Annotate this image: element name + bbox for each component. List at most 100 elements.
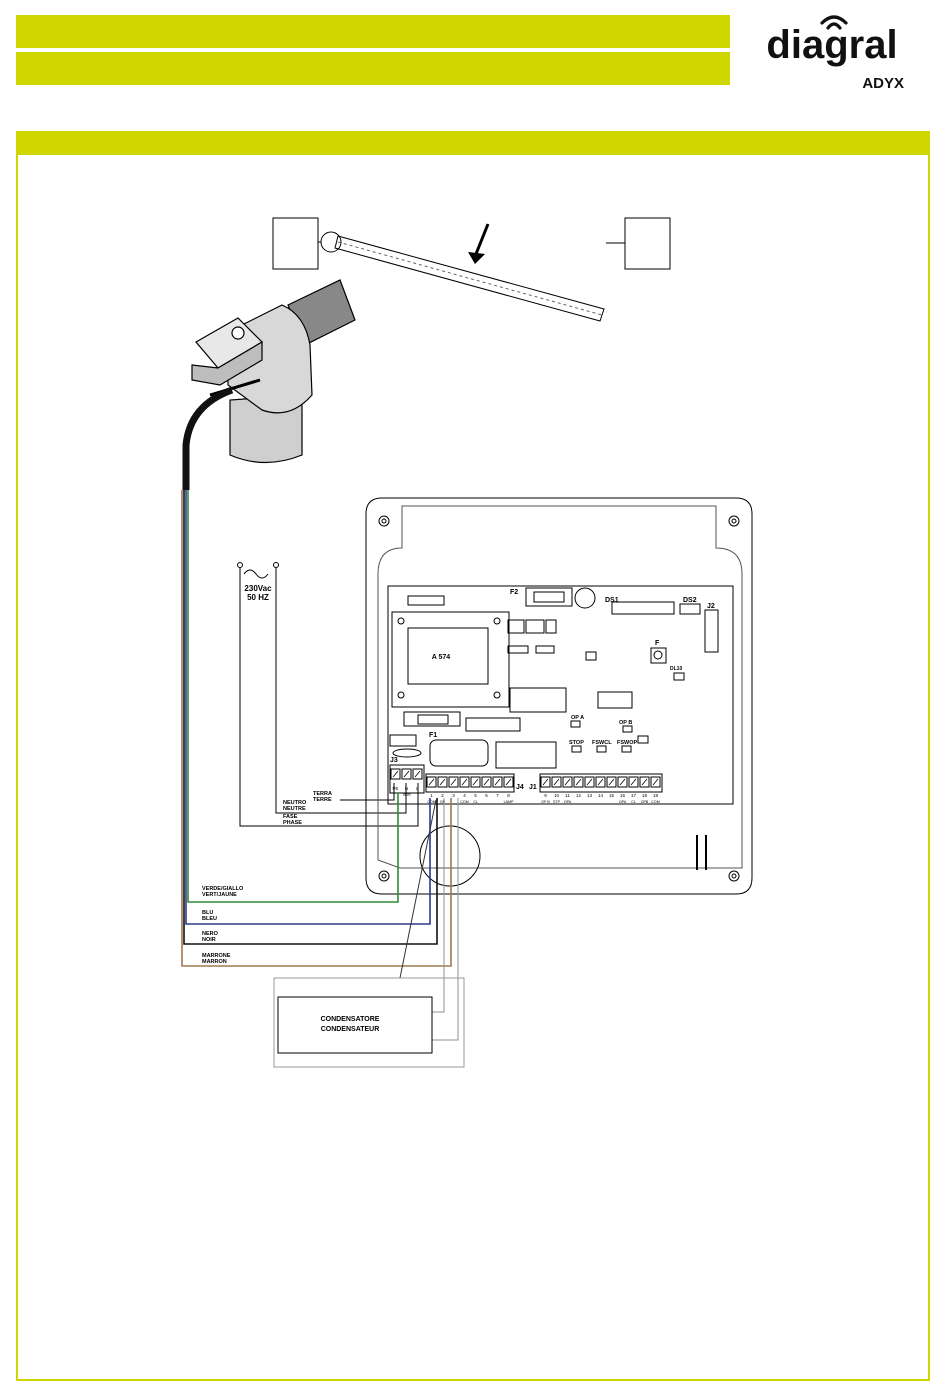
barrier-housing — [272, 217, 319, 270]
j4-screw-slot — [428, 778, 435, 786]
logo-wordmark: diagral — [766, 23, 897, 67]
capacitor-label-fr: CONDENSATEUR — [321, 1026, 380, 1033]
gy-fr-label: VERT/JAUNE — [202, 892, 237, 898]
j1-terminal-function: OPB — [641, 800, 649, 804]
fuse-f2-label: F2 — [510, 589, 518, 596]
connector-j2 — [704, 609, 719, 653]
j4-terminal-number: 5 — [474, 793, 477, 798]
neutro-it-label: NEUTRO — [283, 800, 307, 806]
terminal-j1 — [539, 773, 663, 793]
wires — [181, 490, 459, 1041]
gy-it-label: VERDE/GIALLO — [202, 886, 244, 892]
j1-terminal-function: CL — [631, 800, 636, 804]
j4-label: J4 — [516, 784, 524, 791]
capacitor-label-it: CONDENSATORE — [321, 1016, 380, 1023]
capacitor-lead — [399, 799, 437, 979]
fuse-f1 — [403, 711, 461, 727]
j1-terminal-function: OPA — [564, 800, 572, 804]
button-f — [650, 647, 667, 664]
wire-brown — [181, 490, 452, 967]
opa-label: OP A — [571, 715, 584, 721]
capacitor — [273, 977, 465, 1068]
ds2-label: DS2 — [683, 597, 697, 604]
nero-fr-label: NOIR — [202, 937, 216, 943]
barrier-arm — [334, 235, 605, 322]
j4-terminal-number: 7 — [496, 793, 499, 798]
terminal-j4 — [425, 773, 515, 793]
blu-it-label: BLU — [202, 910, 213, 916]
control-box — [365, 497, 753, 895]
fase-fr-label: PHASE — [283, 820, 302, 826]
j1-screw-slot — [597, 778, 604, 786]
wire-labels: TERRA TERRE NEUTRO NEUTRE FASE PHASE VER… — [202, 791, 332, 965]
transformer-label: A 574 — [432, 654, 451, 661]
j3-function-label: BSR — [403, 793, 411, 797]
arrow-icon — [468, 223, 490, 264]
motor-illustration — [191, 279, 356, 464]
j1-label: J1 — [529, 784, 537, 791]
terminal-j3 — [389, 764, 425, 794]
terra-it-label: TERRA — [313, 791, 332, 797]
j1-terminal-number: 18 — [642, 793, 648, 798]
j1-terminal-function: OPA — [619, 800, 627, 804]
j1-screw-slot — [652, 778, 659, 786]
j1-terminal-number: 10 — [554, 793, 560, 798]
transformer — [391, 611, 510, 708]
j1-screw-slot — [630, 778, 637, 786]
dl10-label: DL10 — [670, 666, 682, 672]
stop-label: STOP — [569, 740, 584, 746]
j4-terminal-number: 3 — [452, 793, 455, 798]
j1-screw-slot — [575, 778, 582, 786]
power-supply-symbol — [237, 562, 419, 827]
supply-voltage-label: 230Vac — [244, 584, 272, 593]
j1-screw-slot — [641, 778, 648, 786]
cable-gland — [419, 825, 481, 887]
j4-terminal-number: 2 — [441, 793, 444, 798]
logo-sub-mark: ADYX — [862, 75, 904, 92]
j1-terminal-number: 16 — [620, 793, 626, 798]
j1-terminal-number: 14 — [598, 793, 604, 798]
j4-screw-slot — [505, 778, 512, 786]
led-dl10 — [673, 672, 685, 681]
j4-screw-slot — [461, 778, 468, 786]
fuse-f1-label: F1 — [429, 732, 437, 739]
j4-terminal-number: 4 — [463, 793, 466, 798]
barrier-top-view — [272, 217, 671, 322]
opb-label: OP B — [619, 720, 632, 726]
wire-blue — [185, 490, 431, 925]
board-labels: A 574 F1 F2 DS1 DS2 J2 F DL10 OP A OP B … — [390, 589, 715, 791]
j1-terminal-number: 11 — [565, 793, 570, 798]
j4-terminal-function: COM — [460, 800, 468, 804]
j1-terminal-number: 13 — [587, 793, 593, 798]
terra-fr-label: TERRE — [313, 797, 332, 803]
marrone-fr-label: MARRON — [202, 959, 227, 965]
marrone-it-label: MARRONE — [202, 953, 231, 959]
fswop-label: FSWOP — [617, 740, 637, 746]
j4-terminal-function: CL — [473, 800, 478, 804]
j3-screw-slot — [403, 770, 410, 778]
j3-terminal-number: N — [405, 786, 408, 791]
j4-screw-slot — [494, 778, 501, 786]
header-bar-top — [16, 15, 730, 48]
dip-switch-ds2 — [679, 603, 701, 615]
j1-screw-slot — [542, 778, 549, 786]
wire-grey-2 — [432, 798, 459, 1041]
j1-terminal-number: 15 — [609, 793, 615, 798]
supply-frequency-label: 50 HZ — [247, 593, 269, 602]
dip-switch-ds1 — [611, 601, 675, 615]
ds1-label: DS1 — [605, 597, 619, 604]
j1-terminal-function: STP — [553, 800, 561, 804]
j4-terminal-number: 1 — [430, 793, 433, 798]
fswcl-label: FSWCL — [592, 740, 612, 746]
control-board — [387, 585, 734, 805]
j1-screw-slot — [564, 778, 571, 786]
j1-screw-slot — [553, 778, 560, 786]
content-panel — [16, 131, 930, 1381]
wire-green-yellow — [187, 490, 399, 903]
buzzer — [574, 587, 596, 609]
j1-screw-slot — [608, 778, 615, 786]
j1-terminal-function: COM — [651, 800, 659, 804]
wire-grey-1 — [432, 798, 445, 1013]
